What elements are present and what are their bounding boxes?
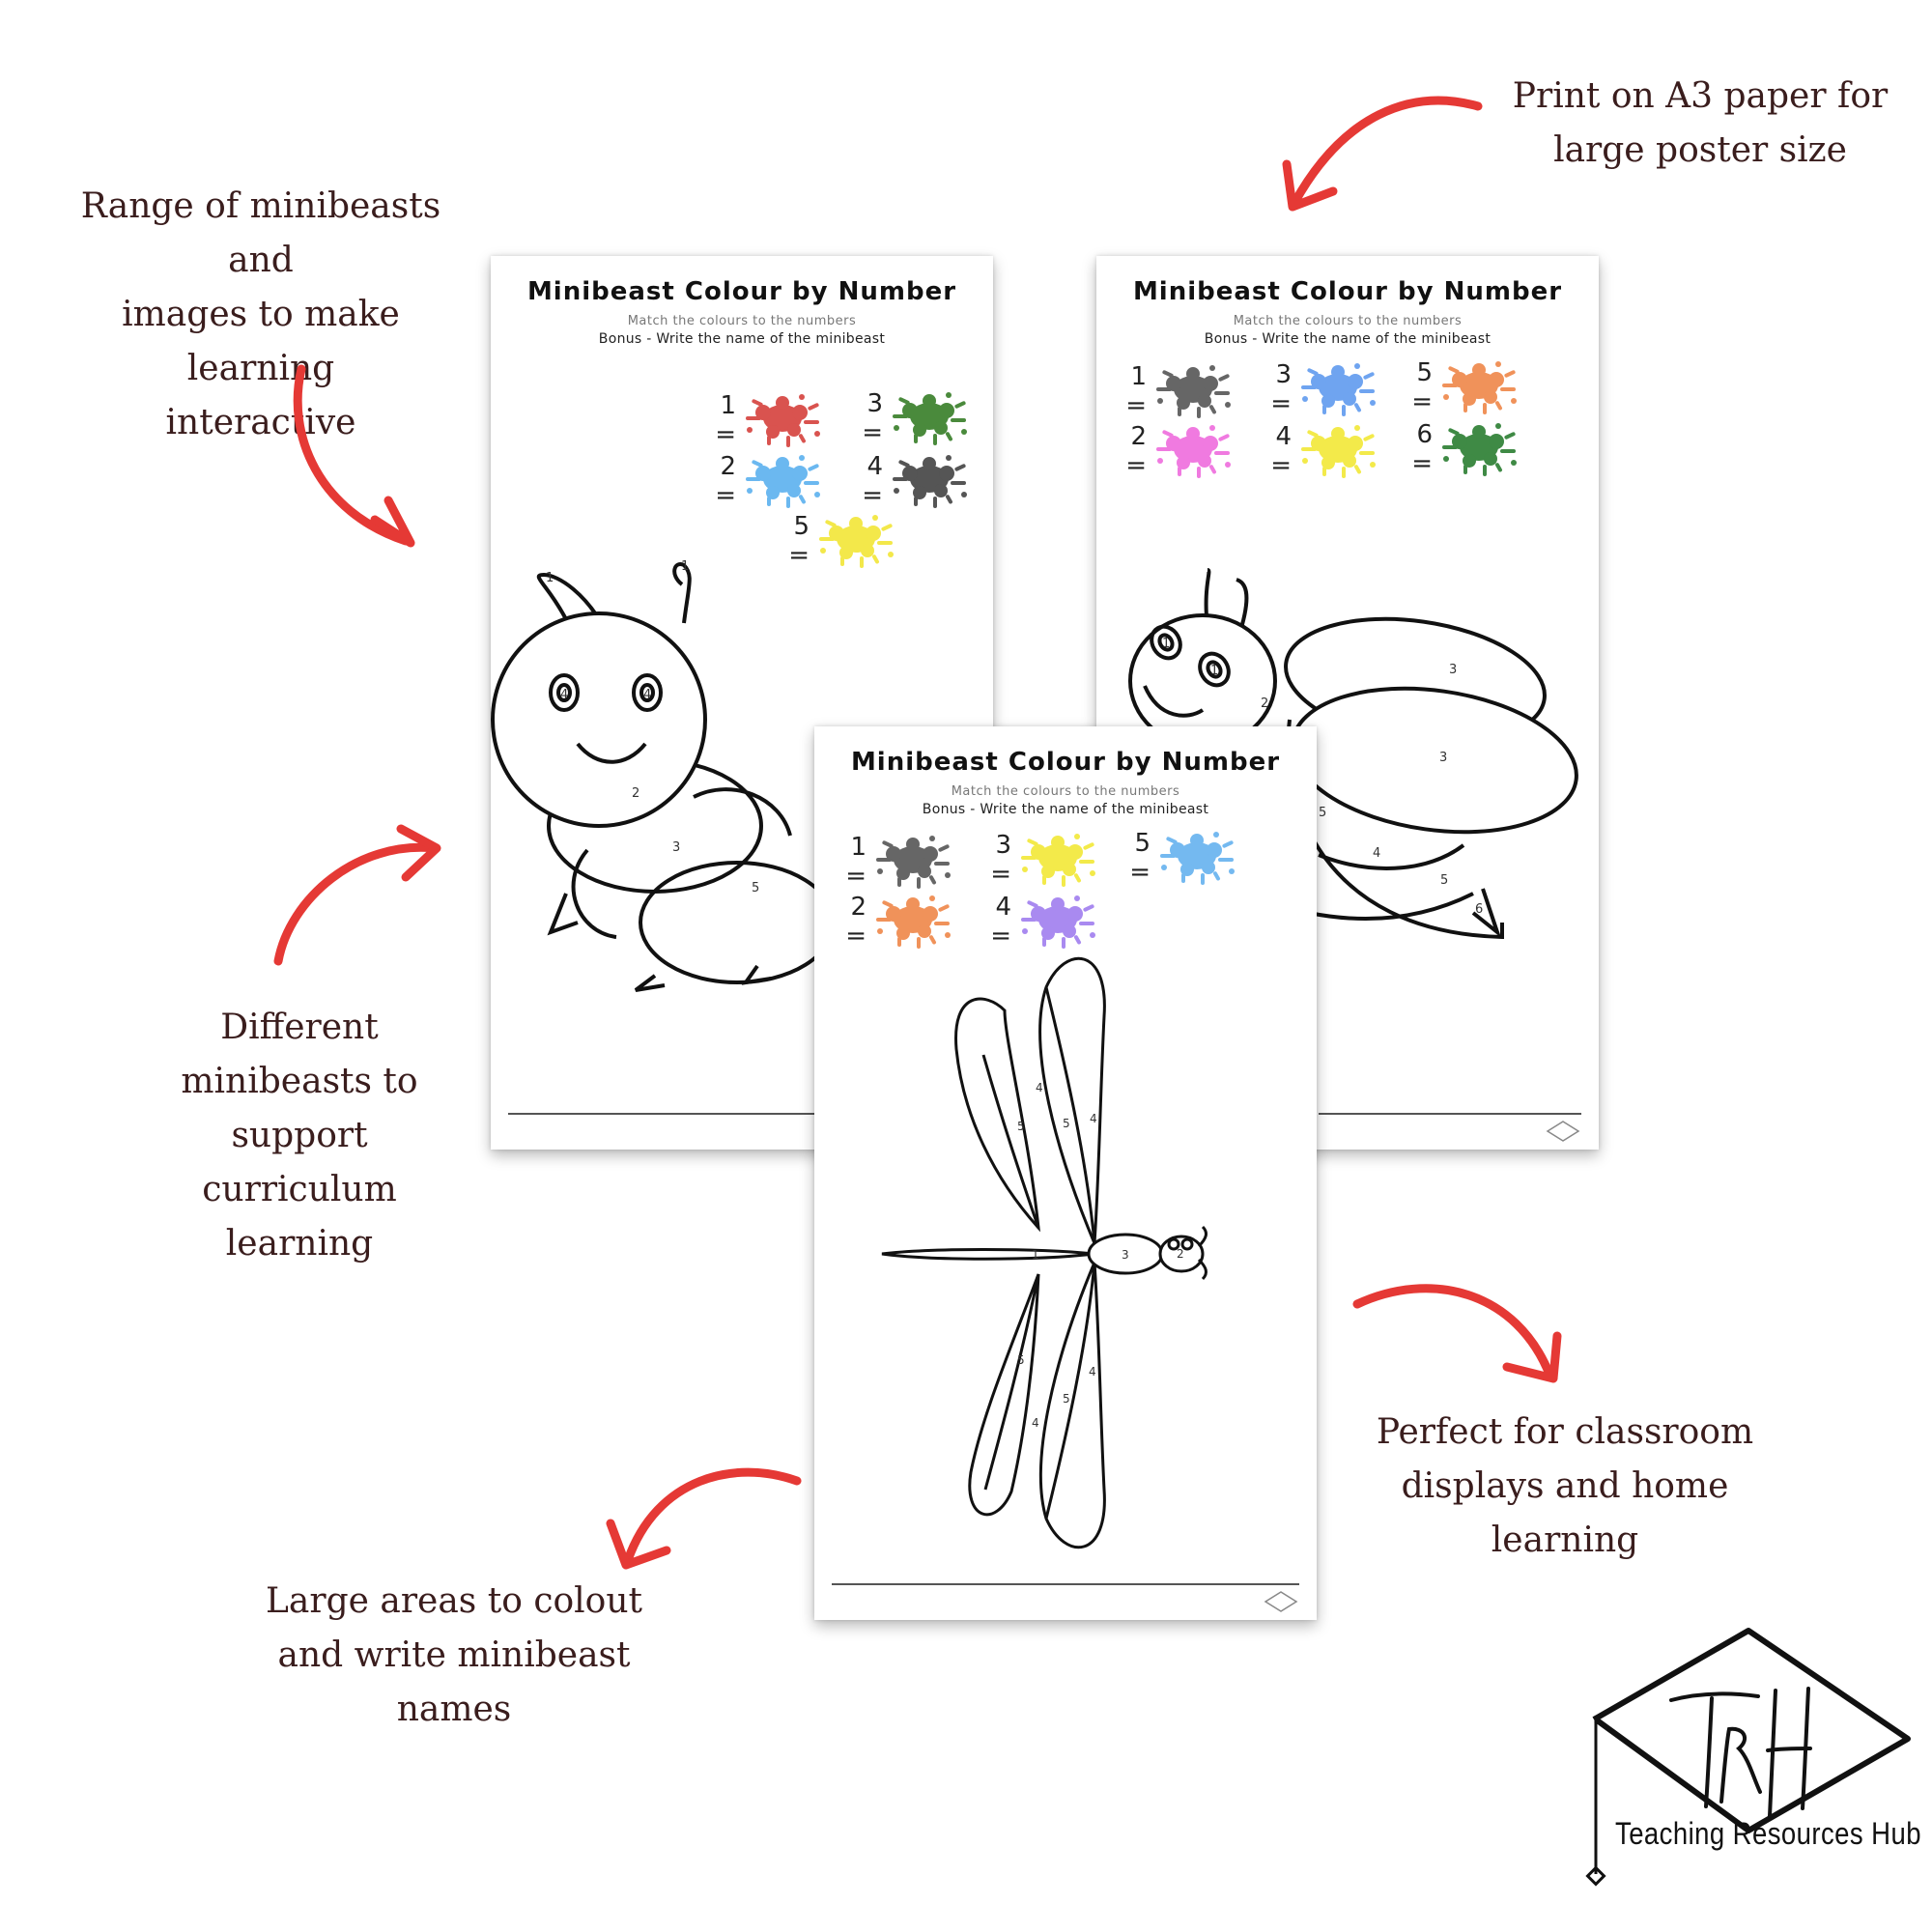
colour-key-label: 6 = bbox=[1411, 420, 1433, 478]
bee-outline-icon: 1 1 2 3 3 5 4 5 6 bbox=[1128, 568, 1578, 940]
colour-key-1: 1 = bbox=[824, 833, 952, 891]
region-number: 5 bbox=[1319, 806, 1326, 820]
colour-key-2: 2 = bbox=[824, 893, 952, 951]
arrow-up-to-caterpillar-icon bbox=[273, 824, 441, 966]
arrow-to-writing-line-icon bbox=[606, 1467, 802, 1570]
colour-key-label: 4 = bbox=[990, 893, 1011, 951]
colour-key-5: 5 = bbox=[767, 512, 895, 570]
colour-key-label: 5 = bbox=[1411, 358, 1433, 416]
colour-key-4: 4 = bbox=[840, 452, 968, 510]
colour-key-label: 2 = bbox=[1125, 422, 1147, 480]
region-number: 4 bbox=[1089, 1365, 1096, 1378]
name-writing-line bbox=[508, 1113, 827, 1115]
name-writing-line bbox=[832, 1583, 1299, 1585]
arrow-to-bee-icon bbox=[1282, 96, 1483, 212]
callout-classroom-displays: Perfect for classroom displays and home … bbox=[1376, 1412, 1754, 1560]
region-number: 1 bbox=[546, 571, 554, 585]
worksheet-subtitle: Match the colours to the numbers bbox=[1233, 314, 1463, 328]
worksheet-title: Minibeast Colour by Number bbox=[850, 748, 1281, 777]
region-number: 1 bbox=[681, 559, 689, 574]
callout-print-a3: Print on A3 paper for large poster size bbox=[1512, 76, 1889, 170]
colour-key-3: 3 = bbox=[840, 389, 968, 447]
name-writing-line bbox=[1319, 1113, 1581, 1115]
colour-key-label: 2 = bbox=[715, 452, 736, 510]
region-number: 1 bbox=[1162, 637, 1170, 651]
region-number: 4 bbox=[1090, 1112, 1097, 1125]
region-number: 5 bbox=[752, 881, 759, 895]
colour-key-label: 2 = bbox=[845, 893, 867, 951]
colour-key-label: 5 = bbox=[788, 512, 810, 570]
callout-range-of-minibeasts: Range of minibeasts and images to make l… bbox=[80, 186, 441, 442]
region-number: 1 bbox=[1210, 664, 1218, 678]
region-number: 5 bbox=[1440, 873, 1448, 888]
region-number: 5 bbox=[1017, 1353, 1025, 1367]
colour-key-1: 1 = bbox=[694, 391, 821, 449]
region-number: 4 bbox=[1036, 1081, 1043, 1094]
callout-different-minibeasts: Different minibeasts to support curricul… bbox=[181, 1008, 418, 1264]
colour-key-4: 4 = bbox=[969, 893, 1096, 951]
colour-key-label: 3 = bbox=[862, 389, 883, 447]
region-number: 5 bbox=[1063, 1117, 1070, 1130]
worksheet-title: Minibeast Colour by Number bbox=[1132, 277, 1563, 306]
region-number: 6 bbox=[1475, 902, 1483, 917]
colour-key-5: 5 = bbox=[1390, 358, 1518, 416]
arrow-to-classroom-icon bbox=[1352, 1284, 1562, 1383]
region-number: 2 bbox=[632, 786, 639, 801]
colour-key-label: 5 = bbox=[1129, 829, 1151, 887]
worksheet-bonus: Bonus - Write the name of the minibeast bbox=[1204, 331, 1492, 347]
colour-key-4: 4 = bbox=[1249, 422, 1377, 480]
colour-key-5: 5 = bbox=[1108, 829, 1236, 887]
colour-key-3: 3 = bbox=[969, 831, 1096, 889]
colour-key-6: 6 = bbox=[1390, 420, 1518, 478]
colour-key-2: 2 = bbox=[1104, 422, 1232, 480]
region-number: 4 bbox=[560, 688, 568, 702]
worksheet-bonus: Bonus - Write the name of the minibeast bbox=[598, 331, 886, 347]
colour-key-2: 2 = bbox=[694, 452, 821, 510]
colour-key-label: 4 = bbox=[862, 452, 883, 510]
region-number: 3 bbox=[1439, 751, 1447, 765]
region-number: 3 bbox=[1449, 663, 1457, 677]
region-number: 4 bbox=[1373, 846, 1380, 861]
region-number: 4 bbox=[1032, 1416, 1039, 1430]
worksheet-title: Minibeast Colour by Number bbox=[526, 277, 957, 306]
trh-logo-icon bbox=[1585, 1628, 1911, 1887]
worksheet-dragonfly: Minibeast Colour by Number Match the col… bbox=[814, 726, 1317, 1620]
region-number: 5 bbox=[1017, 1120, 1025, 1133]
region-number: 5 bbox=[1063, 1392, 1070, 1406]
worksheet-caterpillar: Minibeast Colour by Number Match the col… bbox=[491, 256, 993, 1150]
colour-key-label: 4 = bbox=[1270, 422, 1292, 480]
worksheet-bee: Minibeast Colour by Number Match the col… bbox=[1096, 256, 1599, 1150]
region-number: 2 bbox=[1177, 1247, 1184, 1261]
caterpillar-outline-icon: 1 1 4 4 2 3 5 bbox=[491, 559, 836, 992]
worksheet-subtitle: Match the colours to the numbers bbox=[627, 314, 857, 328]
trh-brand-name: Teaching Resources Hub bbox=[1615, 1816, 1921, 1851]
colour-key-label: 3 = bbox=[990, 831, 1011, 889]
worksheet-subtitle: Match the colours to the numbers bbox=[951, 784, 1180, 799]
region-number: 4 bbox=[643, 688, 651, 702]
region-number: 3 bbox=[672, 840, 680, 855]
callout-large-areas: Large areas to colout and write minibeas… bbox=[266, 1581, 642, 1729]
region-number: 2 bbox=[1261, 696, 1268, 711]
trh-mini-logo-icon bbox=[1546, 1121, 1580, 1142]
colour-key-label: 3 = bbox=[1270, 360, 1292, 418]
colour-key-label: 1 = bbox=[1125, 362, 1147, 420]
region-number: 1 bbox=[1032, 1248, 1039, 1262]
trh-mini-logo-icon bbox=[1264, 1591, 1298, 1612]
colour-key-label: 1 = bbox=[715, 391, 736, 449]
colour-key-1: 1 = bbox=[1104, 362, 1232, 420]
arrow-to-caterpillar-icon bbox=[293, 364, 415, 548]
colour-key-label: 1 = bbox=[845, 833, 867, 891]
dragonfly-outline-icon: 4 5 5 4 1 3 2 5 4 5 4 bbox=[881, 956, 1208, 1549]
colour-key-3: 3 = bbox=[1249, 360, 1377, 418]
region-number: 3 bbox=[1122, 1248, 1129, 1262]
worksheet-bonus: Bonus - Write the name of the minibeast bbox=[922, 802, 1209, 817]
